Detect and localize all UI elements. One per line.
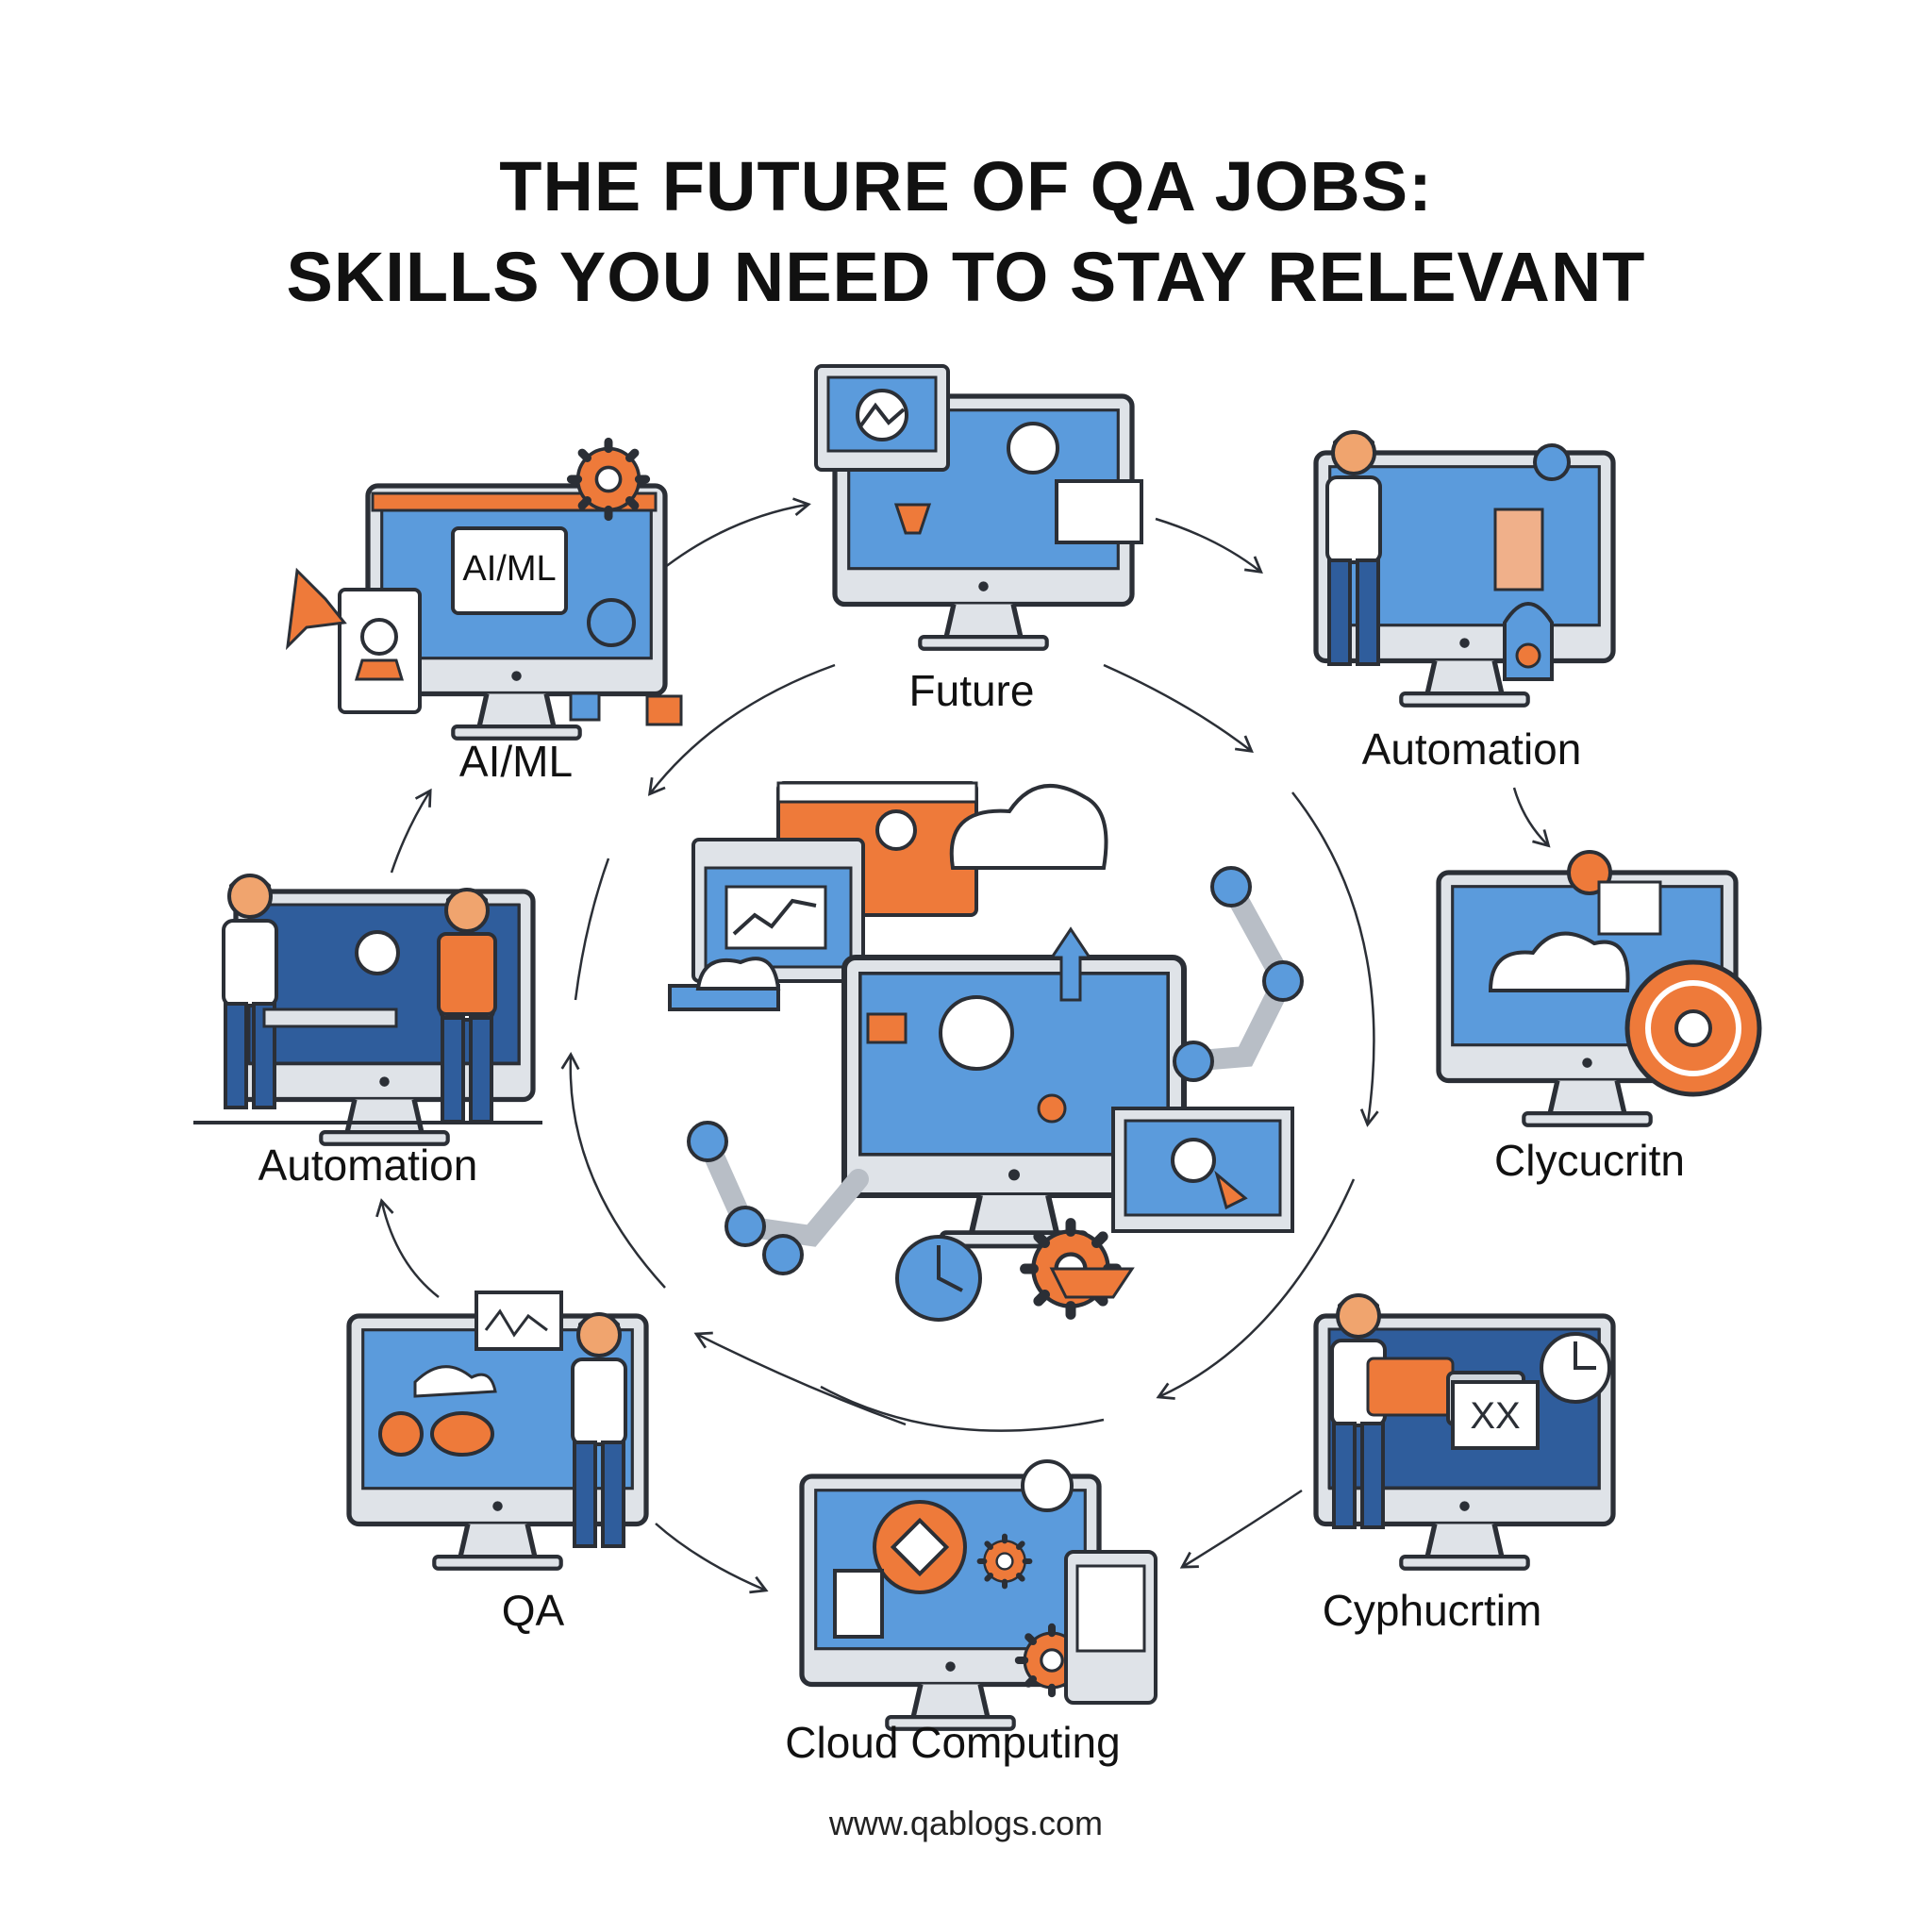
arrow-automation-to-clycucritn xyxy=(1512,787,1551,848)
footer-url: www.qablogs.com xyxy=(828,1804,1104,1842)
label-cloud-computing: Cloud Computing xyxy=(785,1718,1121,1767)
node-ai-ml-illustration xyxy=(285,441,683,738)
center-composite-illustration xyxy=(668,781,1304,1322)
label-ai-ml: AI/ML xyxy=(458,737,574,786)
arrow-future-to-automation xyxy=(1155,517,1263,575)
label-automation-left: Automation xyxy=(258,1141,478,1190)
node-future-illustration xyxy=(814,364,1143,649)
arrow-qa-to-automation xyxy=(375,1198,440,1298)
label-automation-right: Automation xyxy=(1361,724,1582,774)
label-clycucritn: Clycucritn xyxy=(1494,1136,1685,1185)
title-line-1: THE FUTURE OF QA JOBS: xyxy=(499,147,1433,225)
arrow-left-up xyxy=(390,788,432,874)
page-title: THE FUTURE OF QA JOBS: SKILLS YOU NEED T… xyxy=(0,142,1932,323)
title-line-2: SKILLS YOU NEED TO STAY RELEVANT xyxy=(286,238,1646,316)
label-cyphucrtim: Cyphucrtim xyxy=(1322,1586,1542,1635)
label-qa: QA xyxy=(501,1586,565,1635)
node-automation-top-right-illustration xyxy=(1316,429,1613,706)
arrow-aiml-to-future xyxy=(659,497,811,572)
arrow-future-label-to-automation xyxy=(1103,663,1254,754)
inner-cycle xyxy=(560,663,1379,1432)
node-qa-illustration xyxy=(349,1291,646,1569)
arrow-cyphucrtim-to-cloud xyxy=(1179,1489,1303,1569)
arrow-qa-to-cloud xyxy=(655,1523,769,1594)
node-cloud-computing-illustration xyxy=(802,1459,1158,1729)
cycle-arrows xyxy=(375,497,1551,1594)
node-clycucritn-illustration xyxy=(1439,850,1762,1125)
label-future: Future xyxy=(908,666,1035,715)
ai-ml-screen-label: AI/ML xyxy=(462,549,557,589)
node-automation-left-illustration xyxy=(193,873,542,1144)
cyphucrtim-screen-text: XX xyxy=(1470,1395,1520,1437)
node-cyphucrtim-illustration: XX xyxy=(1316,1292,1613,1569)
